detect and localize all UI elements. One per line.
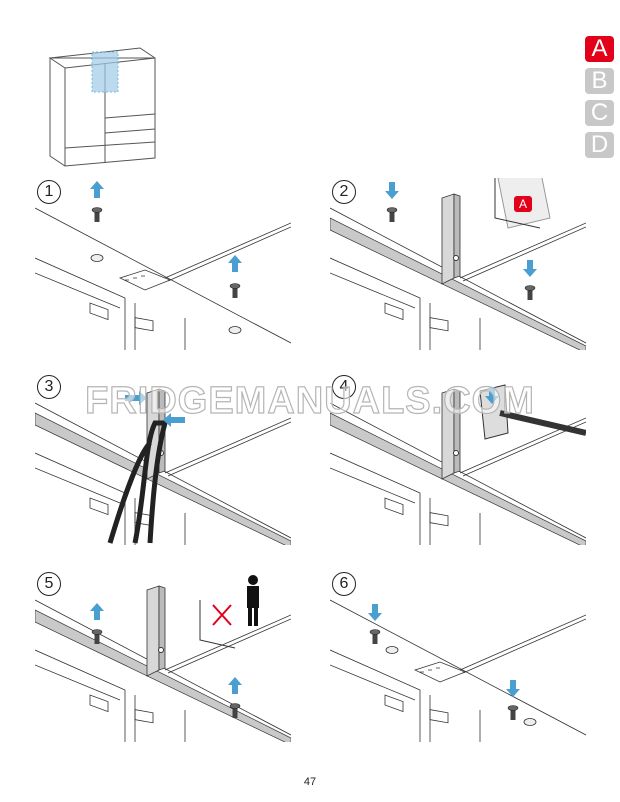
step-3-panel: 3 [35, 373, 291, 545]
screw-icon [229, 703, 241, 718]
rail [330, 412, 586, 545]
step-illustration: A [330, 178, 586, 350]
section-tab-c[interactable]: C [585, 100, 614, 126]
page-number: 47 [303, 776, 317, 788]
loose-bracket [494, 178, 541, 229]
arrow-down-icon [385, 182, 399, 199]
arrow-up-icon [90, 603, 104, 620]
screw-icon [507, 705, 519, 720]
section-tab-a[interactable]: A [585, 36, 614, 62]
step-2-panel: A 2 [330, 178, 586, 350]
hammer-icon [479, 384, 586, 440]
appliance-overview-illustration [40, 38, 170, 168]
arrow-down-icon [506, 680, 520, 697]
bracket [146, 585, 166, 677]
arrow-down-icon [485, 387, 499, 404]
step-number: 3 [37, 375, 61, 399]
no-disposal-icon [212, 604, 232, 626]
screw-icon [386, 207, 398, 222]
arrow-up-icon [228, 255, 242, 272]
step-6-panel: 6 [330, 570, 586, 742]
screw-icon [91, 629, 103, 644]
rail [35, 412, 291, 545]
step-1-panel: 1 [35, 178, 291, 350]
person-icon [247, 575, 259, 626]
screw-hole [385, 646, 399, 654]
bracket [441, 388, 461, 480]
step-illustration [35, 388, 291, 545]
screw-icon [91, 207, 103, 222]
screw-icon [229, 283, 241, 298]
arrow-up-icon [90, 181, 104, 198]
step-illustration [330, 599, 586, 742]
step-number: 1 [37, 180, 61, 204]
step-number: 6 [332, 572, 356, 596]
step-number: 2 [332, 180, 356, 204]
pliers-icon [107, 420, 169, 544]
screw-hole [228, 326, 242, 334]
rail [330, 217, 586, 350]
section-tab-b[interactable]: B [585, 68, 614, 94]
step-number: 4 [332, 375, 356, 399]
screw-icon [369, 629, 381, 644]
bracket [441, 193, 461, 285]
cabinet-outline [330, 599, 586, 742]
hinge-plate [413, 661, 467, 683]
section-tab-d[interactable]: D [585, 132, 614, 158]
step-illustration [35, 575, 291, 742]
arrow-up-icon [228, 677, 242, 694]
loose-bracket [199, 600, 236, 649]
screw-icon [524, 285, 536, 300]
step-4-panel: 4 [330, 373, 586, 545]
arrow-left-icon [163, 413, 185, 427]
cabinet-outline [35, 207, 291, 350]
screw-hole [523, 718, 537, 726]
arrow-down-icon [368, 604, 382, 621]
arrow-right-icon [125, 391, 147, 405]
step-5-panel: 5 [35, 570, 291, 742]
bag-label: A [519, 197, 527, 211]
arrow-down-icon [523, 260, 537, 277]
step-illustration [35, 181, 291, 350]
watermark: FRIDGEMANUALS.COM [85, 379, 535, 422]
hinge-plate [118, 269, 172, 291]
step-number: 5 [37, 572, 61, 596]
step-illustration [330, 384, 586, 545]
bag-label-badge [514, 196, 532, 212]
screw-hole [90, 254, 104, 262]
